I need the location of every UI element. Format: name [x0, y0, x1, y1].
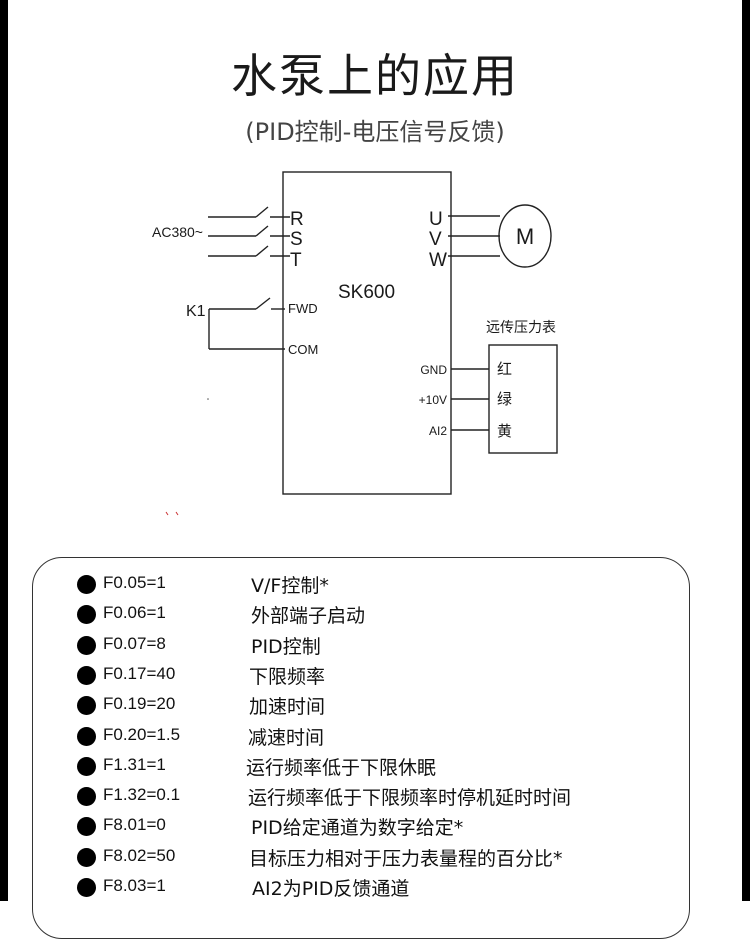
parameter-code: F0.19=20 [103, 694, 176, 714]
parameter-row: F8.03=1 AI2为PID反馈通道 [33, 872, 689, 902]
parameter-code: F0.17=40 [103, 663, 176, 683]
parameter-description: 运行频率低于下限频率时停机延时时间 [248, 787, 572, 810]
parameter-description: 外部端子启动 [251, 605, 366, 628]
parameter-code: F8.03=1 [103, 876, 166, 895]
page-subtitle: (PID控制-电压信号反馈) [245, 118, 505, 146]
parameter-description: 加速时间 [249, 696, 326, 719]
parameter-code: F1.32=0.1 [103, 785, 181, 805]
terminal-com: COM [288, 342, 318, 357]
bullet-icon [77, 696, 96, 716]
inverter-box [282, 171, 452, 495]
right-border [742, 0, 750, 901]
bullet-icon [77, 817, 96, 837]
parameter-row: F0.05=1 V/F控制* [33, 569, 689, 599]
parameter-row: F0.06=1 外部端子启动 [33, 599, 689, 629]
stray-dot [207, 398, 209, 400]
bullet-icon [77, 787, 96, 807]
bullet-icon [77, 726, 96, 746]
parameter-row: F8.01=0 PID给定通道为数字给定* [33, 811, 689, 841]
parameter-row: F8.02=50 目标压力相对于压力表量程的百分比* [33, 842, 689, 872]
parameter-row: F0.17=40 下限频率 [33, 660, 689, 690]
parameter-code: F8.01=0 [103, 815, 166, 835]
parameter-description: 目标压力相对于压力表量程的百分比* [249, 847, 563, 870]
parameter-description: 下限频率 [249, 665, 326, 688]
motor-circle [498, 204, 552, 268]
parameter-row: F0.19=20 加速时间 [33, 690, 689, 720]
bullet-icon [77, 575, 96, 594]
page-title: 水泵上的应用 [231, 49, 519, 103]
terminal-10v: +10V [419, 393, 447, 407]
model-label: SK600 [338, 282, 395, 303]
left-border [0, 0, 8, 901]
parameter-row: F0.20=1.5 减速时间 [33, 721, 689, 751]
parameter-row: F1.31=1 运行频率低于下限休眠 [33, 751, 689, 781]
terminal-v: V [429, 229, 442, 250]
switch-label: K1 [186, 303, 206, 320]
wiring-diagram: AC380~ R S T U V W M SK600 K1 FWD COM 远传… [152, 171, 558, 516]
motor-label: M [516, 224, 534, 249]
terminal-ai2: AI2 [429, 424, 447, 438]
parameter-code: F0.06=1 [103, 603, 166, 623]
bullet-icon [77, 605, 96, 625]
parameter-code: F0.07=8 [103, 633, 166, 653]
gauge-title: 远传压力表 [486, 319, 556, 335]
parameter-code: F0.20=1.5 [103, 724, 181, 744]
parameter-description: PID控制 [251, 635, 321, 658]
terminal-gnd: GND [420, 363, 447, 377]
terminal-s: S [290, 229, 303, 250]
parameter-description: PID给定通道为数字给定* [251, 817, 464, 840]
parameter-description: 运行频率低于下限休眠 [246, 756, 437, 779]
parameter-row: F0.07=8 PID控制 [33, 630, 689, 660]
supply-label: AC380~ [152, 224, 203, 240]
wire-green: 绿 [497, 391, 512, 408]
wire-yellow: 黄 [497, 423, 512, 440]
bullet-icon [77, 847, 96, 867]
terminal-t: T [290, 250, 302, 271]
parameter-description: V/F控制* [251, 575, 329, 597]
bullet-icon [77, 635, 96, 655]
terminal-fwd: FWD [288, 301, 318, 316]
parameter-description: 减速时间 [248, 726, 325, 749]
parameter-code: F1.31=1 [103, 754, 166, 774]
parameter-description: AI2为PID反馈通道 [252, 878, 410, 900]
bullet-icon [77, 878, 96, 897]
stray-mark [165, 511, 179, 516]
bullet-icon [77, 665, 96, 685]
bullet-icon [77, 756, 96, 776]
terminal-r: R [290, 209, 304, 230]
parameter-code: F8.02=50 [103, 845, 176, 865]
terminal-w: W [429, 250, 447, 271]
terminal-u: U [429, 209, 443, 230]
wire-red: 红 [497, 361, 512, 378]
parameter-code: F0.05=1 [103, 573, 166, 592]
parameter-row: F1.32=0.1 运行频率低于下限频率时停机延时时间 [33, 781, 689, 811]
